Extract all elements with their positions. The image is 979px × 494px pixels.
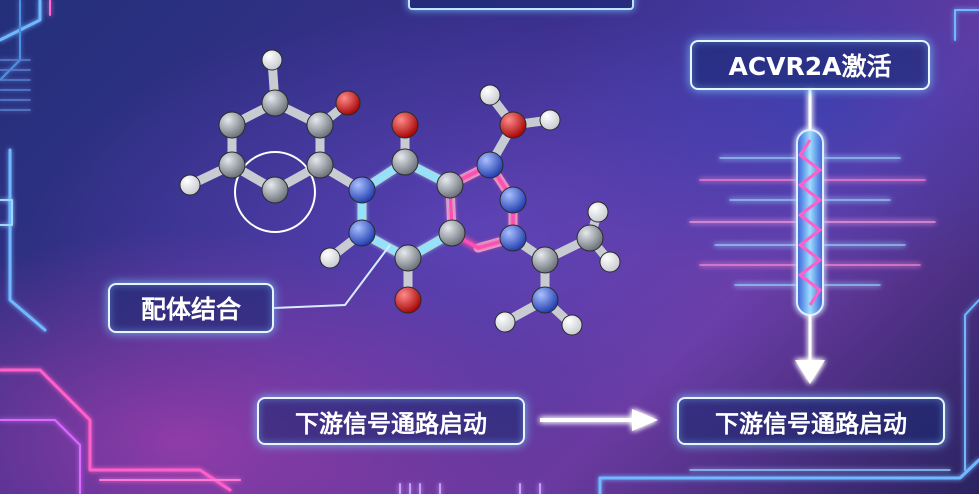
downstream-pathway-label-right: 下游信号通路启动: [677, 397, 945, 445]
pathway-arrow: [540, 409, 658, 431]
ligand-callout-line: [273, 244, 391, 309]
receptor-tube: [795, 90, 825, 384]
receptor-activation-label: ACVR2A激活: [690, 40, 930, 90]
highlight-ring: [234, 151, 316, 233]
atoms: [179, 49, 621, 336]
top-title-tab: [408, 0, 634, 10]
ligand-binding-label: 配体结合: [108, 283, 274, 333]
downstream-pathway-label-left: 下游信号通路启动: [257, 397, 525, 445]
